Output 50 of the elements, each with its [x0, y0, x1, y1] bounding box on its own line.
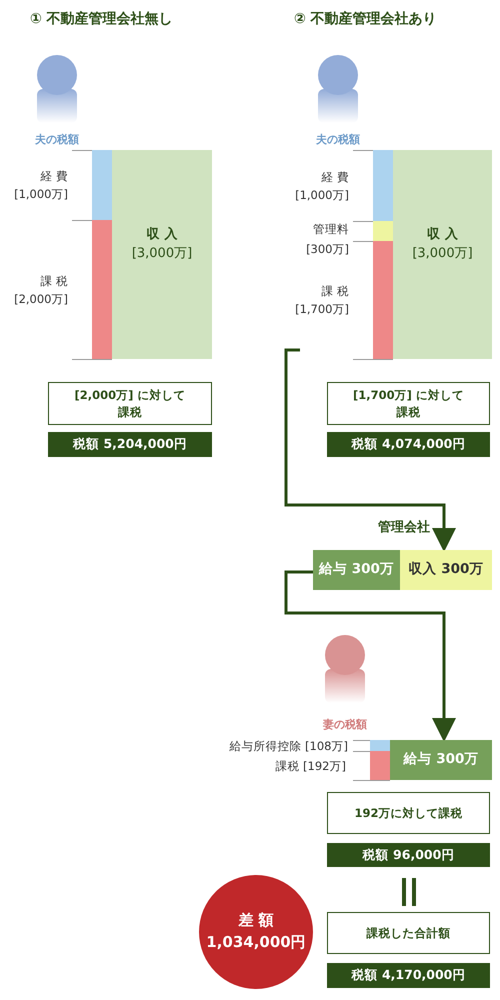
income-heading: 収 入: [427, 226, 458, 244]
bar-label: [1,000万]: [14, 186, 68, 203]
bar-label: [1,000万]: [295, 186, 349, 204]
note-box: [327, 912, 490, 954]
person-caption: 妻の税額: [323, 717, 367, 732]
salary-text: 給与 300万: [404, 750, 478, 770]
income-box: [400, 550, 492, 590]
income-heading: 収 入: [146, 226, 178, 244]
bar-label: 管理料: [313, 221, 349, 238]
tax-band: [327, 843, 490, 867]
note-text: [1,700万] に対して課税: [352, 386, 465, 420]
income-text: 収入 300万: [408, 560, 484, 580]
income-box: [112, 150, 212, 359]
person-caption: 夫の税額: [316, 132, 360, 147]
note-text: 192万に対して課税: [354, 804, 462, 822]
bar-label: 経 費: [321, 168, 349, 186]
section-heading: ② 不動産管理会社あり: [294, 10, 437, 28]
flow-arrow: [284, 570, 456, 742]
tax-band: [48, 432, 212, 457]
difference-heading: 差 額: [238, 910, 274, 932]
section-heading: ① 不動産管理会社無し: [30, 10, 173, 28]
tax-amount: 税額 96,000円: [362, 846, 454, 864]
bar-label: [2,000万]: [14, 290, 68, 308]
note-box: [48, 382, 212, 425]
note-box: [327, 792, 490, 834]
tax-amount: 税額 4,074,000円: [352, 435, 466, 454]
person-caption: 夫の税額: [35, 132, 79, 147]
salary-box: [313, 550, 400, 590]
tax-band: [327, 432, 490, 457]
flow-arrow: [284, 348, 456, 552]
note-box: [327, 382, 490, 425]
income-amount: [3,000万]: [412, 244, 473, 262]
tax-amount: 税額 5,204,000円: [73, 435, 187, 454]
bar-label: 課税 [192万]: [275, 758, 346, 774]
difference-amount: 1,034,000円: [206, 932, 306, 953]
bar-label: [300万]: [306, 241, 349, 258]
tax-band: [327, 963, 490, 988]
note-text: [2,000万] に対して課税: [74, 386, 186, 420]
income-box: [393, 150, 492, 359]
bar-label: 給与所得控除 [108万]: [229, 738, 348, 754]
salary-box: [390, 740, 492, 780]
bar-label: 経 費: [40, 168, 68, 185]
income-amount: [3,000万]: [132, 244, 192, 262]
company-caption: 管理会社: [378, 519, 430, 536]
tax-amount: 税額 4,170,000円: [352, 966, 466, 984]
bar-label: 課 税: [321, 283, 349, 300]
bar-label: [1,700万]: [295, 301, 349, 318]
note-text: 課税した合計額: [366, 924, 450, 942]
salary-text: 給与 300万: [319, 560, 394, 580]
bar-label: 課 税: [40, 272, 68, 290]
